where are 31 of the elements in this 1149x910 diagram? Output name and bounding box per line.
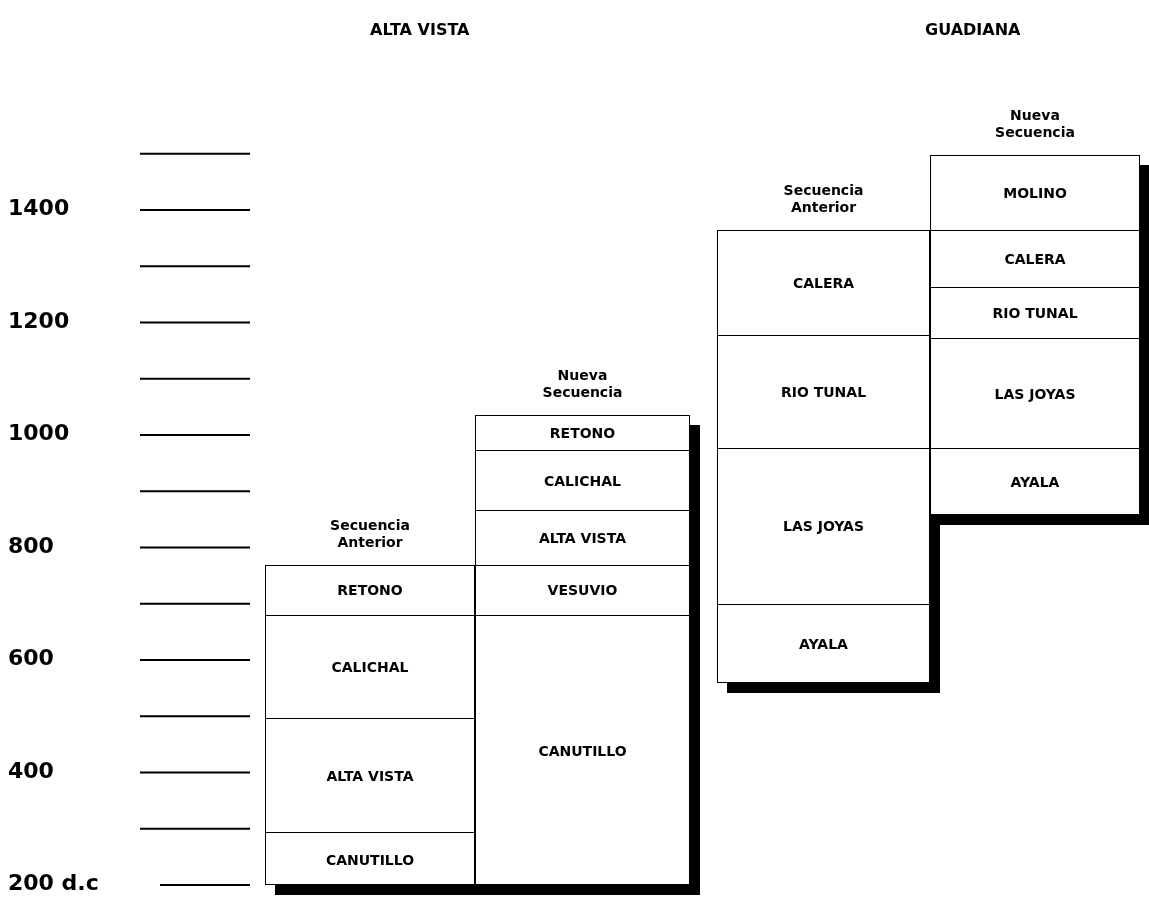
phase-name: CANUTILLO (538, 743, 627, 759)
phase-name: RETONO (337, 582, 403, 599)
phase-name: CALICHAL (544, 472, 621, 489)
phase-name: RETONO (549, 424, 616, 441)
phase-name: AYALA (799, 636, 848, 653)
phase-name: LAS JOYAS (782, 518, 864, 535)
phase-name: RIO TUNAL (992, 305, 1078, 322)
year-label: 400 (8, 757, 54, 783)
phase-name: RIO TUNAL (780, 383, 867, 400)
phase-name: CALERA (1004, 251, 1066, 268)
year-label: 1200 (8, 307, 70, 333)
column-heading: Nueva Secuencia (994, 106, 1076, 141)
year-label: 600 (8, 645, 54, 670)
phase-name: CALICHAL (331, 658, 409, 675)
year-label: 1400 (8, 195, 70, 220)
phase-name: CANUTILLO (325, 851, 415, 868)
phase-name: ALTA VISTA (538, 529, 626, 546)
phase-name: MOLINO (1003, 185, 1067, 202)
year-label: 800 (8, 532, 54, 558)
year-label: 200 d.c (8, 870, 99, 895)
phase-name: LAS JOYAS (994, 385, 1076, 402)
phase-name: ALTA VISTA (326, 767, 414, 784)
phase-name: CALERA (792, 275, 855, 292)
site-heading: GUADIANA (925, 20, 1021, 39)
phase-name: AYALA (1010, 474, 1060, 491)
year-label: 1000 (8, 420, 70, 445)
phase-name: VESUVIO (547, 582, 618, 599)
site-heading: ALTA VISTA (370, 20, 470, 39)
column-heading: Secuencia Anterior (782, 182, 865, 217)
column-heading: Nueva Secuencia (541, 366, 624, 401)
column-heading: Secuencia Anterior (329, 516, 411, 551)
